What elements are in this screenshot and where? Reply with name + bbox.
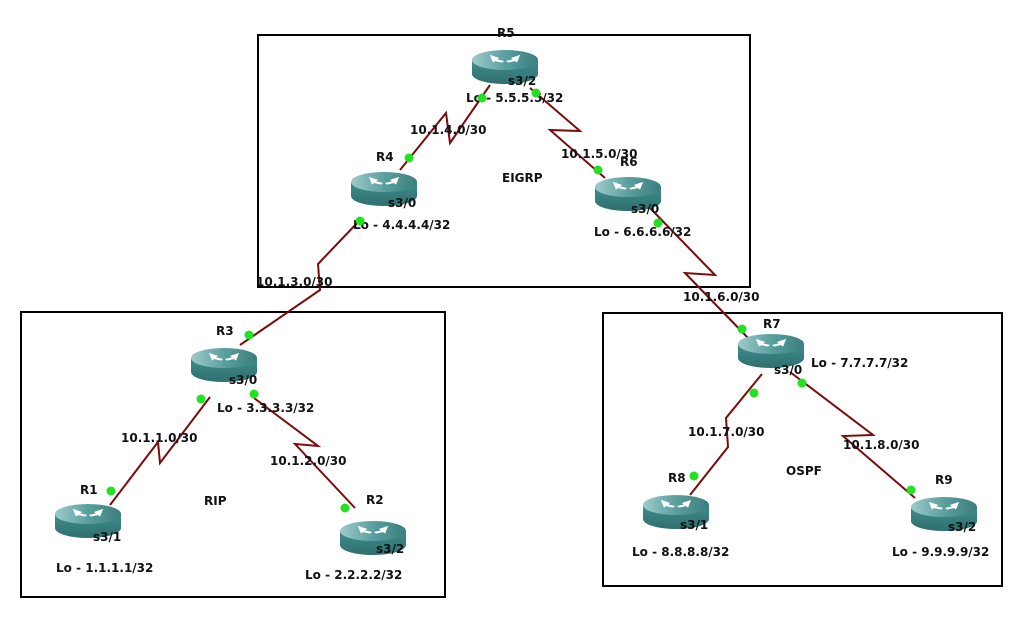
port-status-up-icon bbox=[340, 503, 350, 513]
interface-label: s3/0 bbox=[229, 373, 257, 387]
link-label-r6-r7: 10.1.6.0/30 bbox=[683, 290, 760, 304]
loopback-label: Lo - 1.1.1.1/32 bbox=[56, 561, 153, 575]
router-name-label: R4 bbox=[376, 150, 394, 164]
area-label-rip: RIP bbox=[204, 494, 227, 508]
link-label-r7-r9: 10.1.8.0/30 bbox=[843, 438, 920, 452]
loopback-label: Lo - 8.8.8.8/32 bbox=[632, 545, 729, 559]
router-r6[interactable]: R6 s3/0 Lo - 6.6.6.6/32 bbox=[594, 155, 691, 239]
router-name-label: R8 bbox=[668, 471, 686, 485]
serial-link-r5-r6[interactable] bbox=[529, 87, 606, 179]
port-status-up-icon bbox=[355, 216, 365, 226]
loopback-label: Lo - 9.9.9.9/32 bbox=[892, 545, 989, 559]
router-name-label: R9 bbox=[935, 473, 953, 487]
link-label-r3-r1: 10.1.1.0/30 bbox=[121, 431, 198, 445]
port-status-up-icon bbox=[797, 378, 807, 388]
router-r1[interactable]: R1 s3/1 Lo - 1.1.1.1/32 bbox=[55, 483, 153, 575]
router-r3[interactable]: R3 s3/0 Lo - 3.3.3.3/32 bbox=[191, 324, 314, 415]
link-label-r7-r8: 10.1.7.0/30 bbox=[688, 425, 765, 439]
port-status-up-icon bbox=[906, 485, 916, 495]
port-status-up-icon bbox=[737, 324, 747, 334]
port-status-up-icon bbox=[244, 330, 254, 340]
port-status-up-icon bbox=[477, 93, 487, 103]
interface-label: s3/2 bbox=[948, 520, 976, 534]
router-name-label: R3 bbox=[216, 324, 234, 338]
port-status-up-icon bbox=[249, 389, 259, 399]
port-status-up-icon bbox=[749, 388, 759, 398]
serial-link-r7-r9[interactable] bbox=[789, 371, 916, 499]
loopback-label: Lo - 7.7.7.7/32 bbox=[811, 356, 908, 370]
serial-link-r3-r1[interactable] bbox=[109, 396, 211, 506]
port-status-up-icon bbox=[689, 471, 699, 481]
serial-link-r7-r8[interactable] bbox=[689, 373, 763, 496]
interface-label: s3/2 bbox=[376, 542, 404, 556]
interface-label: s3/0 bbox=[631, 202, 659, 216]
loopback-label: Lo - 3.3.3.3/32 bbox=[217, 401, 314, 415]
loopback-label: Lo - 6.6.6.6/32 bbox=[594, 225, 691, 239]
loopback-label: Lo - 2.2.2.2/32 bbox=[305, 568, 402, 582]
link-label-r5-r6: 10.1.5.0/30 bbox=[561, 147, 638, 161]
area-label-ospf: OSPF bbox=[786, 464, 822, 478]
link-label-r4-r3: 10.1.3.0/30 bbox=[256, 275, 333, 289]
interface-label: s3/0 bbox=[388, 196, 416, 210]
area-box-ospf bbox=[602, 312, 1003, 587]
serial-link-r4-r3[interactable] bbox=[239, 219, 361, 346]
interface-label: s3/2 bbox=[508, 74, 536, 88]
port-status-up-icon bbox=[404, 153, 414, 163]
router-name-label: R7 bbox=[763, 317, 781, 331]
area-box-eigrp bbox=[257, 34, 751, 288]
router-r7[interactable]: R7 s3/0 Lo - 7.7.7.7/32 bbox=[738, 317, 908, 377]
router-name-label: R2 bbox=[366, 493, 384, 507]
port-status-up-icon bbox=[106, 486, 116, 496]
area-box-rip bbox=[20, 311, 446, 598]
router-r9[interactable]: R9 s3/2 Lo - 9.9.9.9/32 bbox=[892, 473, 989, 559]
interface-label: s3/1 bbox=[680, 518, 708, 532]
area-label-eigrp: EIGRP bbox=[502, 171, 543, 185]
port-status-up-icon bbox=[653, 218, 663, 228]
serial-link-r6-r7[interactable] bbox=[649, 207, 751, 341]
router-name-label: R5 bbox=[497, 26, 515, 40]
router-r4[interactable]: R4 s3/0 Lo - 4.4.4.4/32 bbox=[351, 150, 450, 232]
port-status-up-icon bbox=[196, 394, 206, 404]
serial-link-r3-r2[interactable] bbox=[253, 397, 356, 509]
link-label-r3-r2: 10.1.2.0/30 bbox=[270, 454, 347, 468]
interface-label: s3/1 bbox=[93, 530, 121, 544]
router-name-label: R1 bbox=[80, 483, 98, 497]
link-label-r5-r4: 10.1.4.0/30 bbox=[410, 123, 487, 137]
interface-label: s3/0 bbox=[774, 363, 802, 377]
port-status-up-icon bbox=[531, 88, 541, 98]
router-r2[interactable]: R2 s3/2 Lo - 2.2.2.2/32 bbox=[305, 493, 406, 582]
serial-link-r5-r4[interactable] bbox=[399, 84, 491, 171]
loopback-label: Lo - 4.4.4.4/32 bbox=[353, 218, 450, 232]
router-name-label: R6 bbox=[620, 155, 638, 169]
port-status-up-icon bbox=[593, 165, 603, 175]
router-r8[interactable]: R8 s3/1 Lo - 8.8.8.8/32 bbox=[632, 471, 729, 559]
